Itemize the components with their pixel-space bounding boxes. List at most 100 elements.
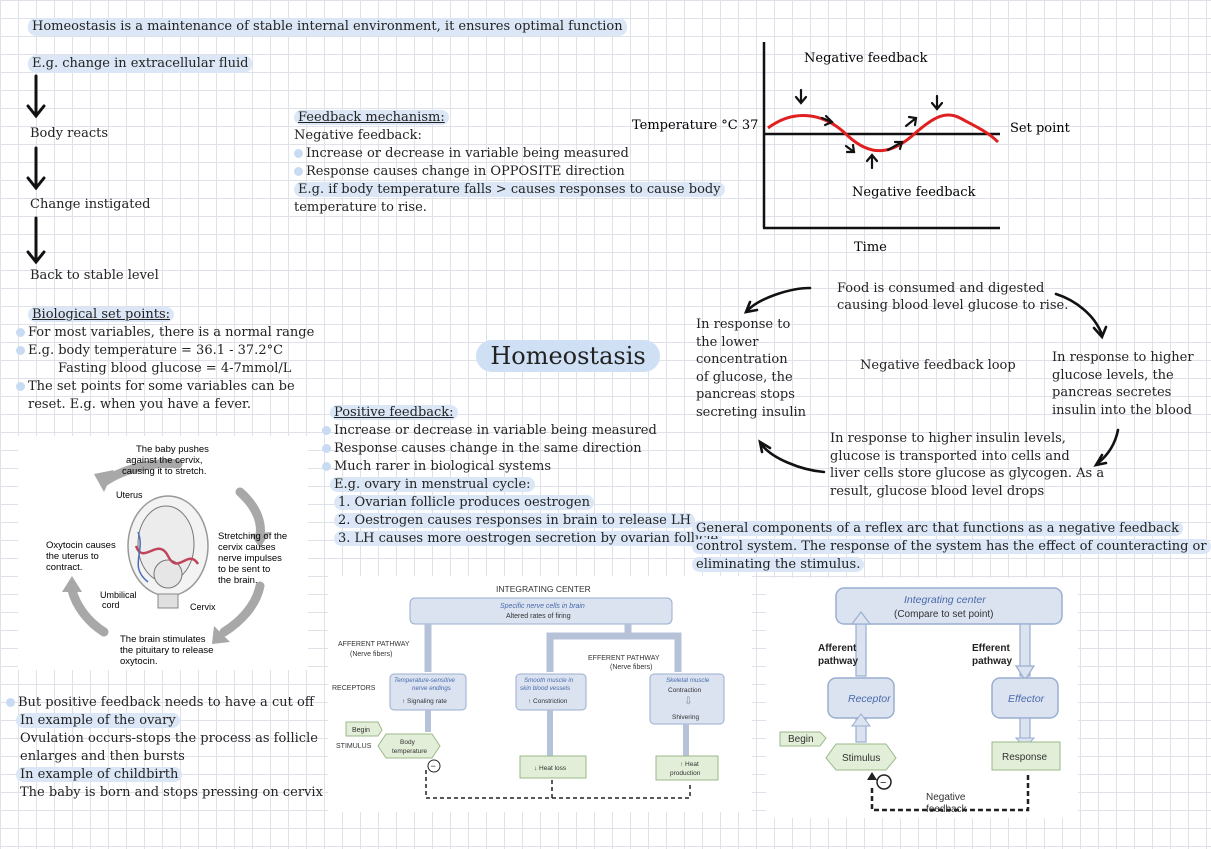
svg-text:↑ Signaling rate: ↑ Signaling rate bbox=[402, 698, 447, 705]
svg-text:production: production bbox=[670, 770, 701, 777]
afferent-label: AFFERENT PATHWAY bbox=[338, 641, 410, 648]
graph-bottom-label: Negative feedback bbox=[852, 185, 976, 200]
childbirth-left-line: the uterus to bbox=[46, 551, 99, 562]
negative-feedback-subheading: Negative feedback: bbox=[294, 128, 422, 143]
begin-tag bbox=[345, 721, 383, 737]
reflex-arc-panel: Integrating center (Compare to set point… bbox=[766, 578, 1078, 818]
childbirth-top-line: The baby pushes bbox=[136, 444, 209, 455]
integrating-line: Specific nerve cells in brain bbox=[500, 603, 585, 610]
graph-y-label: Temperature °C 37 bbox=[632, 118, 758, 133]
set-points-line: reset. E.g. when you have a fever. bbox=[28, 397, 251, 412]
reflex-note-line: control system. The response of the syst… bbox=[692, 539, 1211, 554]
positive-line: 1. Ovarian follicle produces oestrogen bbox=[334, 495, 594, 510]
loop-right-line: In response to higher bbox=[1052, 350, 1194, 365]
flow-step-2: Body reacts bbox=[30, 126, 109, 141]
stimulus-label: STIMULUS bbox=[336, 743, 372, 750]
umbilical-label: Umbilical bbox=[100, 590, 137, 600]
childbirth-right-line: to be sent to bbox=[218, 564, 270, 575]
loop-left-line: In response to bbox=[696, 317, 791, 332]
down-arrow-icon: ⇩ bbox=[684, 696, 692, 707]
childbirth-left-line: contract. bbox=[46, 562, 82, 573]
svg-text:Afferent: Afferent bbox=[818, 643, 857, 654]
cycle-arrowhead bbox=[62, 576, 82, 592]
loop-right-line: pancreas secretes bbox=[1052, 385, 1172, 400]
flow-step-3: Change instigated bbox=[30, 197, 151, 212]
svg-text:↑ Heat: ↑ Heat bbox=[680, 761, 699, 768]
childbirth-right-line: nerve impulses bbox=[218, 553, 282, 564]
svg-text:skin blood vessels: skin blood vessels bbox=[520, 685, 570, 692]
feedback-dashed-line bbox=[425, 770, 691, 799]
positive-heading: Positive feedback: bbox=[330, 405, 458, 420]
childbirth-right-line: the brain. bbox=[218, 575, 258, 586]
childbirth-top-line: causing it to stretch. bbox=[122, 466, 206, 477]
reflex-note-line: General components of a reflex arc that … bbox=[692, 521, 1184, 536]
childbirth-bottom-line: oxytocin. bbox=[120, 656, 158, 667]
svg-text:Begin: Begin bbox=[788, 734, 814, 745]
svg-text:Response: Response bbox=[1002, 752, 1047, 763]
svg-text:Temperature-sensitive: Temperature-sensitive bbox=[394, 677, 456, 684]
bullet-icon bbox=[16, 346, 25, 355]
svg-text:(Compare to set point): (Compare to set point) bbox=[894, 609, 994, 620]
svg-text:feedback: feedback bbox=[926, 804, 968, 815]
set-points-line: E.g. body temperature = 36.1 - 37.2°C bbox=[28, 343, 284, 358]
loop-left-line: secreting insulin bbox=[696, 404, 807, 420]
svg-text:−: − bbox=[431, 761, 436, 771]
efferent-arrowhead bbox=[1014, 665, 1036, 682]
cutoff-line: In example of childbirth bbox=[16, 767, 183, 782]
page-title: Homeostasis bbox=[476, 340, 660, 372]
childbirth-bottom-line: the pituitary to release bbox=[120, 645, 213, 656]
bullet-icon bbox=[322, 426, 331, 435]
cutoff-line: Ovulation occurs-stops the process as fo… bbox=[20, 731, 318, 746]
positive-line: E.g. ovary in menstrual cycle: bbox=[330, 477, 535, 492]
glucose-loop-arrows bbox=[743, 286, 1120, 474]
cycle-arrowhead bbox=[250, 532, 270, 548]
bullet-icon bbox=[16, 328, 25, 337]
svg-text:pathway: pathway bbox=[818, 656, 858, 667]
loop-bottom-line: liver cells store glucose as glycogen. A… bbox=[830, 466, 1105, 481]
umbilical-cord bbox=[134, 545, 200, 565]
minus-icon bbox=[876, 774, 892, 790]
thermoregulation-panel: INTEGRATING CENTER Specific nerve cells … bbox=[328, 576, 752, 812]
bullet-icon bbox=[16, 382, 25, 391]
flow-step-1: E.g. change in extracellular fluid bbox=[28, 55, 253, 73]
feedback-heading: Feedback mechanism: bbox=[294, 110, 449, 125]
svg-text:Smooth muscle in: Smooth muscle in bbox=[524, 677, 574, 684]
bullet-icon bbox=[322, 462, 331, 471]
afferent-arrowhead bbox=[850, 611, 872, 625]
umbilical-label: cord bbox=[102, 600, 120, 610]
set-point-label: Set point bbox=[1010, 121, 1071, 136]
feedback-line: Response causes change in OPPOSITE direc… bbox=[306, 164, 625, 179]
svg-text:Receptor: Receptor bbox=[848, 693, 891, 705]
positive-line: Response causes change in the same direc… bbox=[334, 441, 642, 456]
childbirth-diagram: The baby pushes against the cervix, caus… bbox=[46, 444, 287, 667]
svg-text:Contraction: Contraction bbox=[668, 687, 702, 694]
receptors-label: RECEPTORS bbox=[332, 685, 376, 692]
reflex-arc-diagram: Integrating center (Compare to set point… bbox=[779, 587, 1063, 815]
bullet-icon bbox=[294, 149, 303, 158]
graph-x-label: Time bbox=[854, 240, 887, 255]
afferent-sub: (Nerve fibers) bbox=[350, 651, 392, 658]
integrating-center-box bbox=[835, 587, 1063, 625]
svg-text:Negative: Negative bbox=[926, 792, 966, 803]
loop-bottom-line: glucose is transported into cells and bbox=[830, 448, 1070, 464]
loop-right-line: insulin into the blood bbox=[1052, 402, 1192, 418]
loop-center-label: Negative feedback loop bbox=[860, 358, 1016, 373]
positive-line: Much rarer in biological systems bbox=[334, 459, 552, 474]
childbirth-right-line: cervix causes bbox=[218, 542, 276, 553]
svg-text:↑ Constriction: ↑ Constriction bbox=[528, 698, 568, 705]
loop-top-line: causing blood level glucose to rise. bbox=[837, 298, 1069, 313]
set-points-heading: Biological set points: bbox=[28, 307, 174, 322]
loop-left-line: concentration bbox=[696, 352, 788, 367]
childbirth-top-line: against the cervix, bbox=[126, 455, 203, 466]
definition-text: Homeostasis is a maintenance of stable i… bbox=[28, 18, 627, 36]
childbirth-left-line: Oxytocin causes bbox=[46, 540, 116, 551]
integrating-center-label: INTEGRATING CENTER bbox=[496, 584, 591, 594]
loop-left-line: the lower bbox=[696, 334, 759, 350]
baby-head bbox=[153, 559, 183, 589]
feedback-line: Increase or decrease in variable being m… bbox=[306, 146, 629, 161]
heat-loss-box bbox=[519, 755, 587, 779]
flow-step-4: Back to stable level bbox=[30, 268, 159, 283]
heat-production-box bbox=[655, 755, 719, 781]
integrating-box bbox=[409, 597, 673, 625]
cutoff-line: The baby is born and stops pressing on c… bbox=[20, 785, 323, 800]
